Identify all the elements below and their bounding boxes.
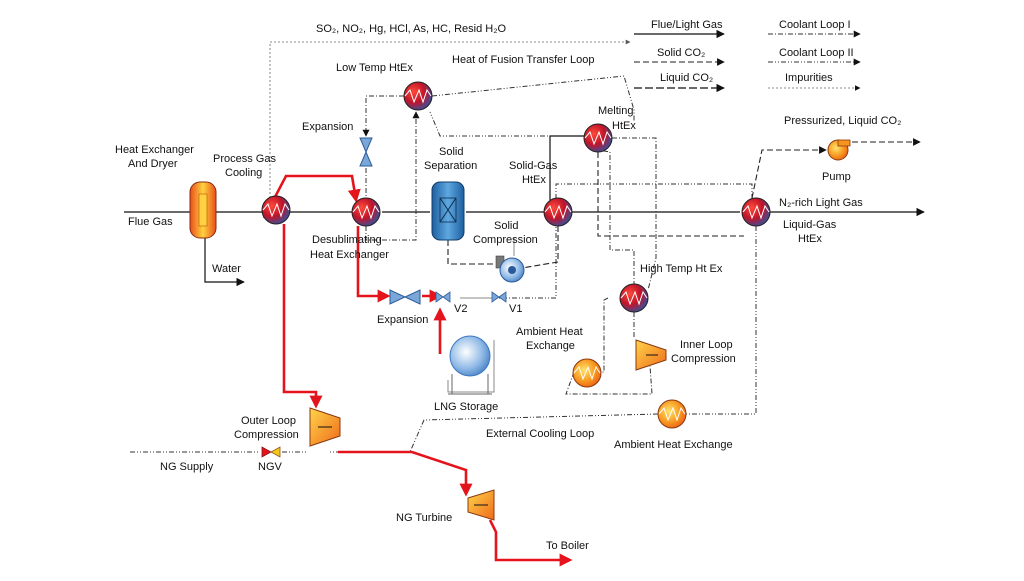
coolant-loops xyxy=(130,75,921,453)
low-temp-htex xyxy=(403,81,433,111)
label-liquid-gas-htex-1: Liquid-Gas xyxy=(783,219,837,231)
solid-gas-htex xyxy=(543,197,573,227)
high-temp-htex xyxy=(619,283,649,313)
expansion-valve-mid xyxy=(389,289,421,305)
ambient-heat-exchanger-inner xyxy=(572,358,602,388)
label-n2-light-gas: N₂-rich Light Gas xyxy=(779,197,863,209)
label-ambient-heat-exchange-2: Exchange xyxy=(526,340,575,352)
label-pressurized-co2: Pressurized, Liquid CO₂ xyxy=(784,115,901,127)
label-water: Water xyxy=(212,263,241,275)
label-hx-dryer-2: And Dryer xyxy=(128,158,178,170)
label-inner-loop-2: Compression xyxy=(671,353,736,365)
label-expansion-top: Expansion xyxy=(302,121,353,133)
water-drain-line xyxy=(204,238,245,287)
label-external-cooling-loop: External Cooling Loop xyxy=(486,428,594,440)
label-ng-supply: NG Supply xyxy=(160,461,214,473)
flue-gas-line xyxy=(124,207,925,287)
label-process-gas-cooling-1: Process Gas xyxy=(213,153,276,165)
label-solid-separation-1: Solid xyxy=(439,146,463,158)
label-ng-turbine: NG Turbine xyxy=(396,512,452,524)
valve-v1 xyxy=(491,291,507,303)
red-stream-to-turbine xyxy=(338,450,473,497)
inner-loop-compressor xyxy=(635,339,667,371)
label-solid-gas-htex-2: HtEx xyxy=(522,174,546,186)
label-ambient-heat-exchange-bottom: Ambient Heat Exchange xyxy=(614,439,733,451)
label-desublimating-1: Desublimating xyxy=(312,234,382,246)
label-ambient-heat-exchange-1: Ambient Heat xyxy=(516,326,583,338)
label-pump: Pump xyxy=(822,171,851,183)
label-melting-htex-1: Melting xyxy=(598,105,633,117)
label-expansion-mid: Expansion xyxy=(377,314,428,326)
label-process-gas-cooling-2: Cooling xyxy=(225,167,262,179)
co2-pump xyxy=(827,139,851,161)
legend-solid-co2: Solid CO₂ xyxy=(657,47,705,59)
expansion-valve-top xyxy=(359,137,373,167)
red-stream-outer-loop xyxy=(282,224,323,409)
process-gas-cooling-hx xyxy=(261,195,291,225)
impurities-stream-line xyxy=(269,39,631,198)
label-hx-dryer-1: Heat Exchanger xyxy=(115,144,194,156)
melting-htex xyxy=(583,123,613,153)
label-outer-loop-1: Outer Loop xyxy=(241,415,296,427)
label-outer-loop-2: Compression xyxy=(234,429,299,441)
red-stream-to-boiler xyxy=(488,519,573,567)
solid-separation-vessel xyxy=(431,181,465,241)
ngv-valve xyxy=(261,446,281,458)
label-melting-htex-2: HtEx xyxy=(612,120,636,132)
red-stream-to-expansion xyxy=(356,226,391,303)
desublimating-hx xyxy=(351,197,381,227)
label-to-boiler: To Boiler xyxy=(546,540,589,552)
label-lng-storage: LNG Storage xyxy=(434,401,498,413)
label-solid-gas-htex-1: Solid-Gas xyxy=(509,160,558,172)
lng-storage-tank xyxy=(448,335,492,395)
label-heat-of-fusion-loop: Heat of Fusion Transfer Loop xyxy=(452,54,594,66)
ng-turbine xyxy=(467,489,495,521)
label-high-temp-htex: High Temp Ht Ex xyxy=(640,263,723,275)
legend: Flue/Light Gas Solid CO₂ Liquid CO₂ Cool… xyxy=(634,19,861,93)
label-inner-loop-1: Inner Loop xyxy=(680,339,733,351)
label-flue-gas: Flue Gas xyxy=(128,216,173,228)
valve-v2 xyxy=(435,291,451,303)
legend-impurities: Impurities xyxy=(785,72,833,84)
legend-coolant-loop-1: Coolant Loop I xyxy=(779,19,851,31)
label-solid-compression-1: Solid xyxy=(494,220,518,232)
outer-loop-compressor xyxy=(309,407,341,447)
solid-compression-pump xyxy=(495,255,525,283)
label-impurities-stream: SO₂, NO₂, Hg, HCl, As, HC, Resid H₂O xyxy=(316,23,507,35)
label-low-temp-htex: Low Temp HtEx xyxy=(336,62,413,74)
labels: SO₂, NO₂, Hg, HCl, As, HC, Resid H₂O Low… xyxy=(115,23,901,552)
label-ngv: NGV xyxy=(258,461,283,473)
label-v2: V2 xyxy=(454,303,467,315)
liquid-gas-htex xyxy=(741,197,771,227)
label-solid-compression-2: Compression xyxy=(473,234,538,246)
ambient-heat-exchanger-outer xyxy=(657,399,687,429)
label-solid-separation-2: Separation xyxy=(424,160,477,172)
heat-exchanger-dryer-vessel xyxy=(189,181,217,239)
label-v1: V1 xyxy=(509,303,522,315)
label-liquid-gas-htex-2: HtEx xyxy=(798,233,822,245)
label-desublimating-2: Heat Exchanger xyxy=(310,249,389,261)
legend-flue-light-gas: Flue/Light Gas xyxy=(651,19,723,31)
legend-coolant-loop-2: Coolant Loop II xyxy=(779,47,854,59)
legend-liquid-co2: Liquid CO₂ xyxy=(660,72,713,84)
